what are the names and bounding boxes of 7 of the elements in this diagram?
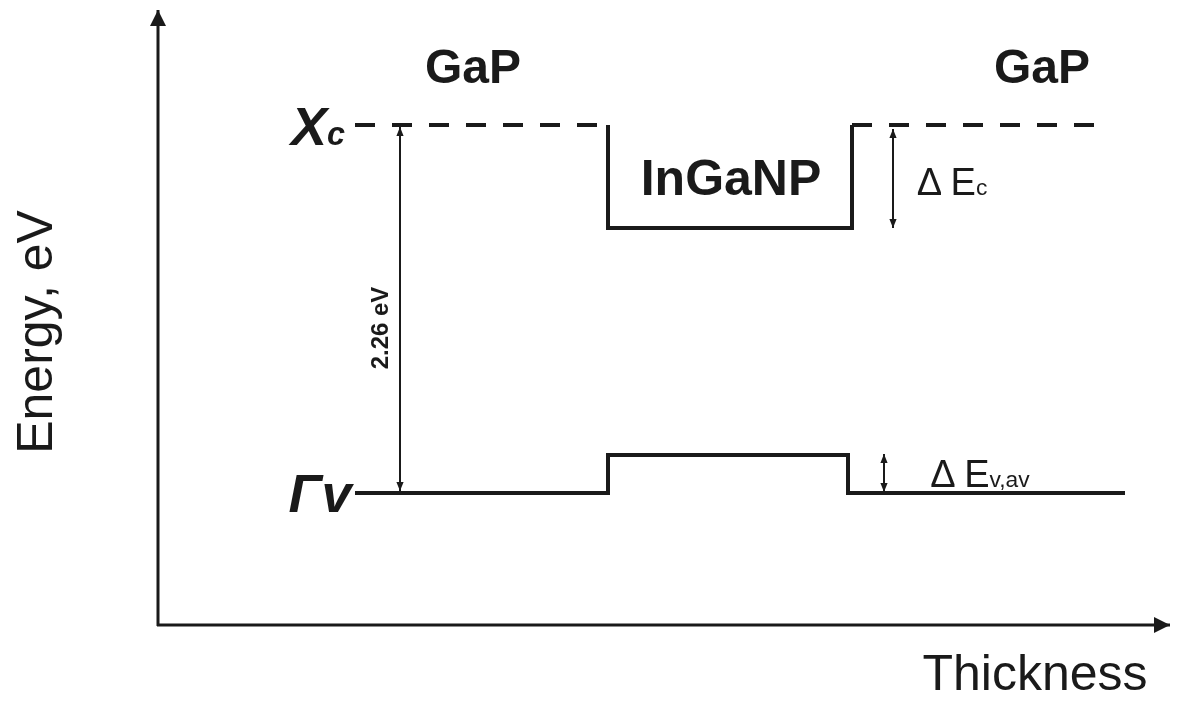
axis-title: Energy, eV bbox=[10, 210, 60, 454]
layer-label: GaP bbox=[994, 43, 1090, 91]
dimension-label: 2.26 eV bbox=[368, 286, 392, 370]
layer-label: InGaNP bbox=[640, 153, 822, 203]
band-label: Γv bbox=[288, 466, 352, 520]
layer-label: GaP bbox=[425, 43, 521, 91]
axis-title: Thickness bbox=[922, 648, 1148, 698]
